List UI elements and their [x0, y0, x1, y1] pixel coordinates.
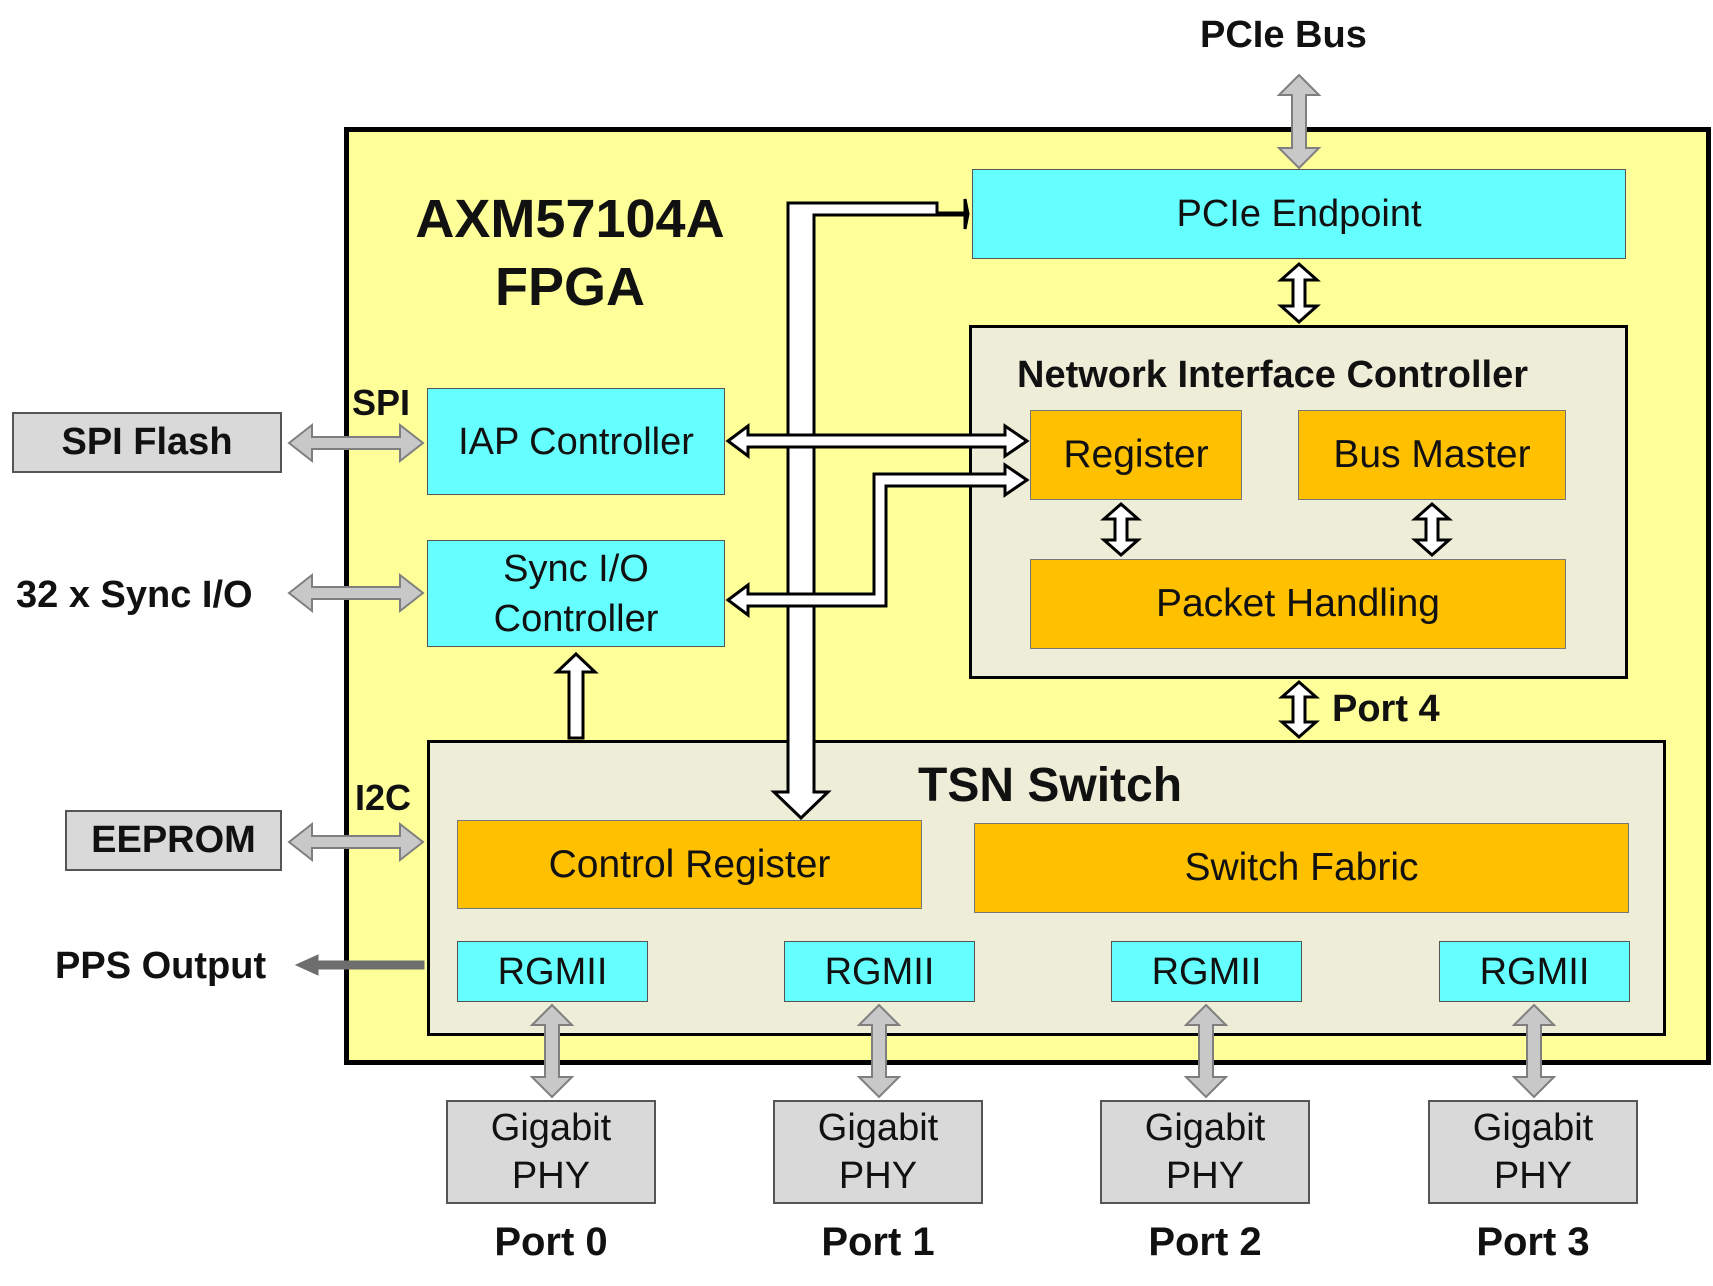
rgmii-label: RGMII — [1151, 950, 1262, 993]
sync-io-label-line1: Sync I/O — [503, 547, 649, 590]
gigabit-phy-3: Gigabit PHY — [1428, 1100, 1638, 1204]
port-label-2: Port 2 — [1148, 1220, 1262, 1264]
packet-handling-label: Packet Handling — [1155, 582, 1440, 625]
phy-label-line1: Gigabit — [1472, 1107, 1594, 1149]
phy-label-line2: PHY — [511, 1155, 591, 1197]
phy-label-line2: PHY — [1165, 1155, 1245, 1197]
rgmii-block-2: RGMII — [1111, 941, 1302, 1002]
gigabit-phy-0: Gigabit PHY — [446, 1100, 656, 1204]
spi-label: SPI — [352, 382, 411, 423]
rgmii-block-1: RGMII — [784, 941, 975, 1002]
switch-fabric-block: Switch Fabric — [974, 823, 1629, 913]
sync-io-controller-block: Sync I/O Controller — [427, 540, 725, 647]
iap-controller-block: IAP Controller — [427, 388, 725, 495]
control-register-label: Control Register — [548, 842, 831, 886]
pcie-bus-label: PCIe Bus — [1200, 14, 1367, 56]
eeprom-label: EEPROM — [91, 819, 256, 861]
sync-io-label-line2: Controller — [493, 597, 659, 640]
gigabit-phy-2: Gigabit PHY — [1100, 1100, 1310, 1204]
register-label: Register — [1063, 433, 1209, 476]
iap-controller-label: IAP Controller — [458, 420, 694, 463]
rgmii-block-0: RGMII — [457, 941, 648, 1002]
port-label-1: Port 1 — [821, 1220, 935, 1264]
pps-output-label: PPS Output — [55, 945, 267, 987]
bus-master-label: Bus Master — [1333, 433, 1531, 476]
rgmii-label: RGMII — [497, 950, 608, 993]
control-register-block: Control Register — [457, 820, 922, 909]
spi-flash-label: SPI Flash — [61, 421, 233, 463]
pcie-endpoint-block: PCIe Endpoint — [972, 169, 1626, 259]
fpga-title-line2: FPGA — [494, 257, 645, 317]
switch-fabric-label: Switch Fabric — [1184, 846, 1419, 889]
phy-label-line2: PHY — [838, 1155, 918, 1197]
rgmii-label: RGMII — [1479, 950, 1590, 993]
phy-label-line1: Gigabit — [490, 1107, 612, 1149]
bus-master-block: Bus Master — [1298, 410, 1566, 500]
eeprom-box: EEPROM — [65, 810, 282, 871]
tsn-switch-title: TSN Switch — [918, 759, 1183, 812]
rgmii-block-3: RGMII — [1439, 941, 1630, 1002]
fpga-title: AXM57104A FPGA — [360, 185, 780, 321]
spi-flash-box: SPI Flash — [12, 412, 282, 473]
port-label-3: Port 3 — [1476, 1220, 1590, 1264]
port-4-label: Port 4 — [1332, 688, 1440, 730]
gigabit-phy-1: Gigabit PHY — [773, 1100, 983, 1204]
phy-label-line2: PHY — [1493, 1155, 1573, 1197]
pcie-endpoint-label: PCIe Endpoint — [1176, 193, 1422, 235]
sync-io-external-label: 32 x Sync I/O — [16, 574, 253, 616]
rgmii-label: RGMII — [824, 950, 935, 993]
nic-title: Network Interface Controller — [1017, 354, 1528, 396]
packet-handling-block: Packet Handling — [1030, 559, 1566, 649]
phy-label-line1: Gigabit — [817, 1107, 939, 1149]
phy-label-line1: Gigabit — [1144, 1107, 1266, 1149]
register-block: Register — [1030, 410, 1242, 500]
port-label-0: Port 0 — [494, 1220, 608, 1264]
i2c-label: I2C — [355, 777, 412, 818]
fpga-title-line1: AXM57104A — [415, 189, 725, 249]
